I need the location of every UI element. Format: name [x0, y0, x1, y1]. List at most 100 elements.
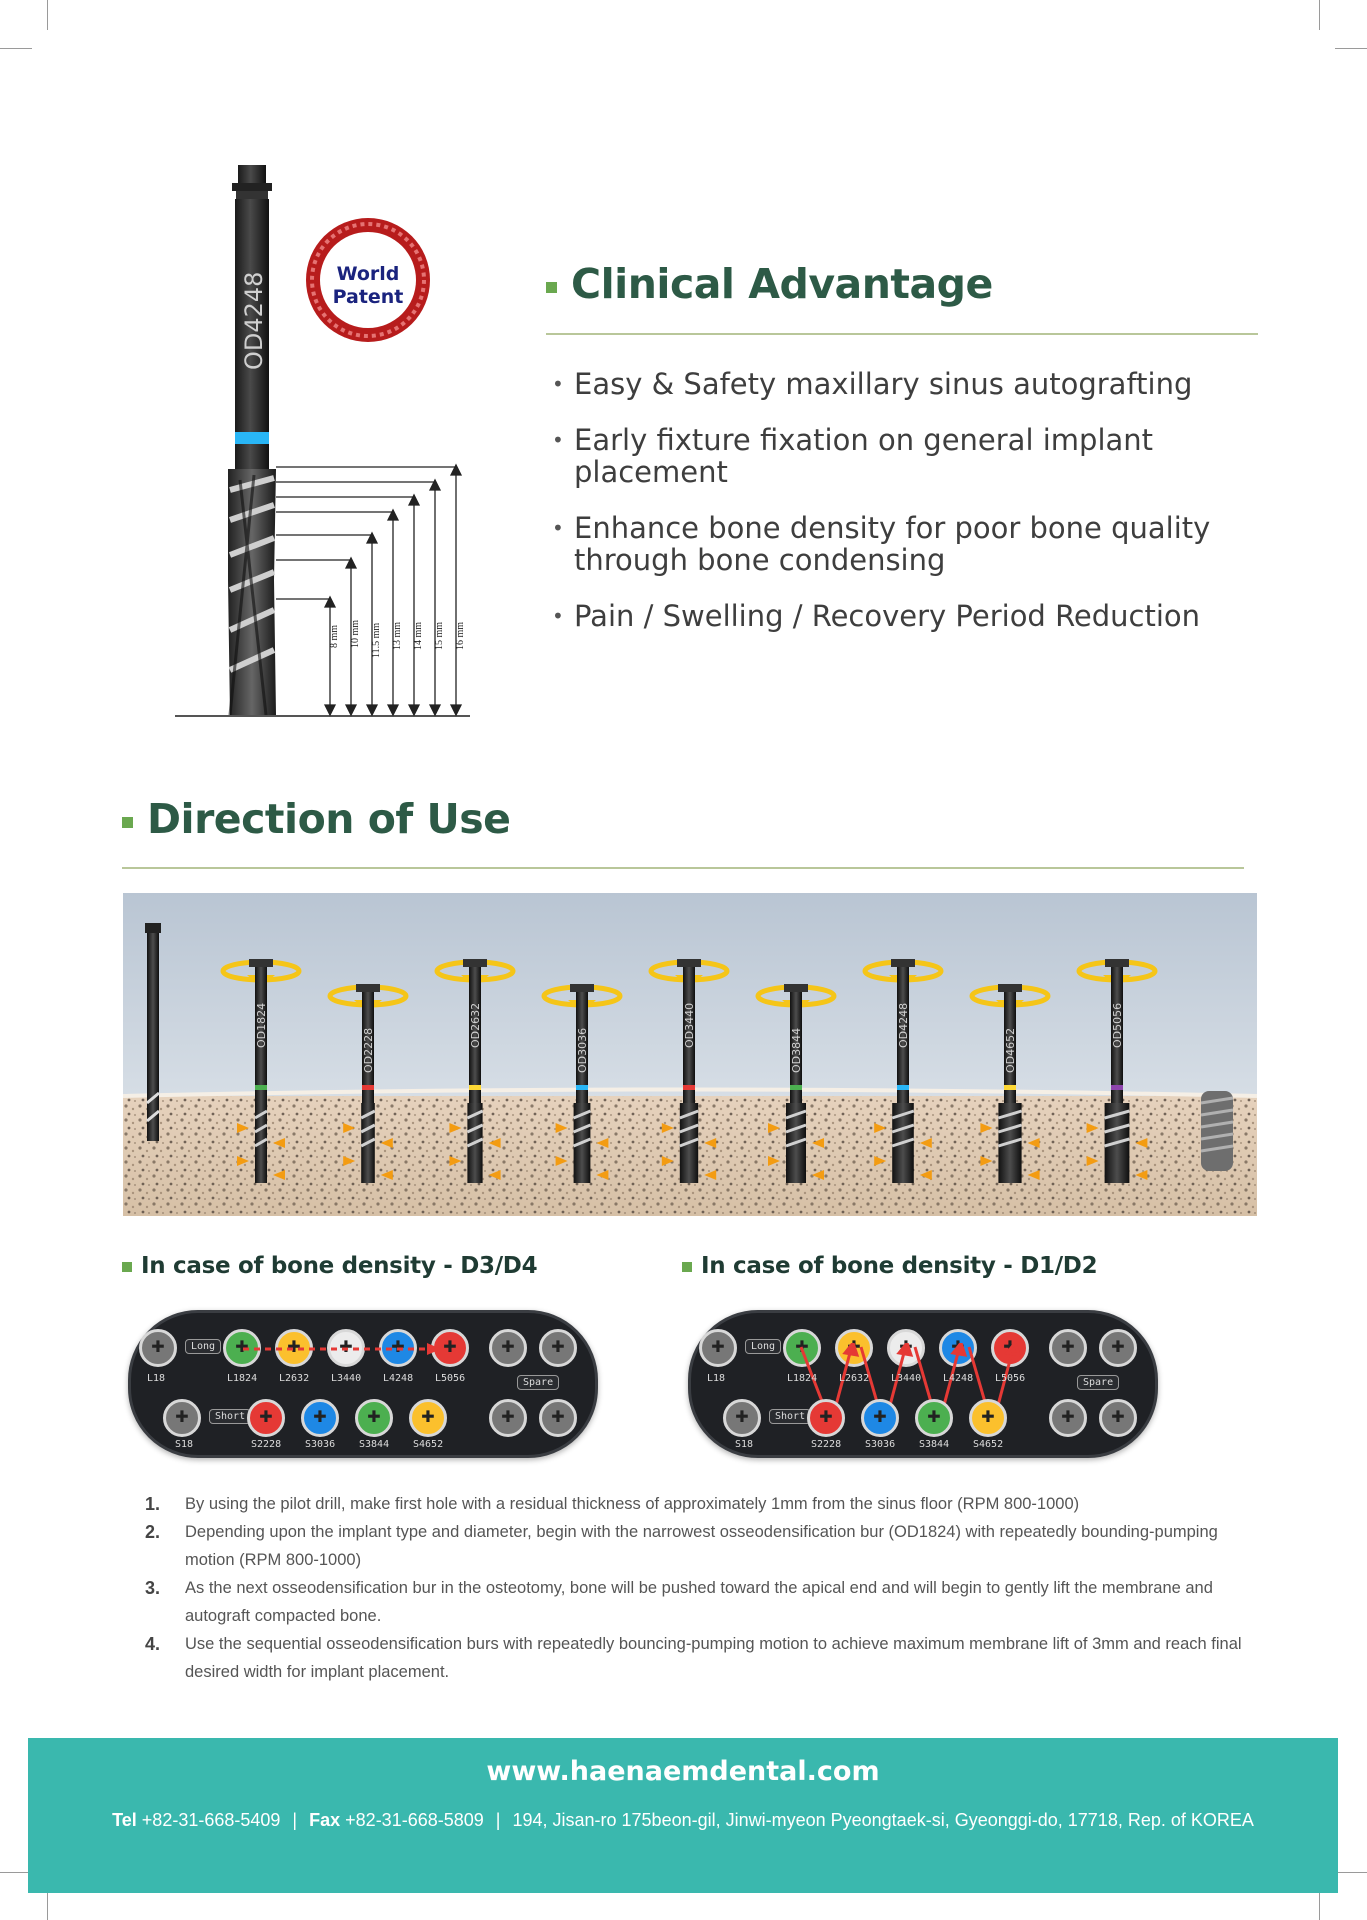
bur-slot: [223, 1329, 261, 1367]
density-d1d2-heading: In case of bone density - D1/D2: [682, 1253, 1098, 1279]
slot-label: L1824: [787, 1373, 818, 1384]
step-text: As the next osseodensification bur in th…: [185, 1579, 1213, 1625]
slot-label: L5056: [995, 1373, 1026, 1384]
contact-info: Tel +82-31-668-5409|Fax +82-31-668-5809|…: [112, 1810, 1254, 1830]
short-tag: Short: [769, 1409, 812, 1424]
crop-mark: [0, 1872, 32, 1873]
spare-tag: Spare: [1077, 1375, 1120, 1390]
clinical-advantage-heading: Clinical Advantage: [546, 260, 993, 308]
long-tag: Long: [185, 1339, 222, 1354]
footer: www.haenaemdental.com Tel +82-31-668-540…: [28, 1738, 1338, 1893]
step-number: 2.: [145, 1522, 161, 1542]
depth-label: 8 mm: [329, 625, 340, 648]
crop-mark: [1319, 0, 1320, 30]
instruction-steps: 1. By using the pilot drill, make first h…: [145, 1490, 1265, 1686]
bur-slot: [163, 1399, 201, 1437]
slot-label: L4248: [383, 1373, 414, 1384]
step-text: Depending upon the implant type and diam…: [185, 1523, 1218, 1569]
osseodensification-bur: OD2632: [434, 959, 516, 1183]
long-tag: Long: [745, 1339, 782, 1354]
slot-label: S4652: [973, 1439, 1004, 1450]
slot-label: L18: [707, 1373, 726, 1384]
spare-slot: [1099, 1329, 1137, 1367]
slot-label: S18: [735, 1439, 754, 1450]
slot-label: L2632: [839, 1373, 870, 1384]
slot-label: S2228: [811, 1439, 842, 1450]
slot-label: S3036: [305, 1439, 336, 1450]
osseodensification-bur: OD3844: [755, 984, 837, 1183]
step-text: By using the pilot drill, make first hol…: [185, 1495, 1080, 1513]
crop-mark: [1335, 1872, 1367, 1873]
bur-slot: [409, 1399, 447, 1437]
slot-label: L18: [147, 1373, 166, 1384]
spare-slot: [1099, 1399, 1137, 1437]
list-item: Early fixture fixation on general implan…: [552, 424, 1252, 488]
crop-mark: [1335, 48, 1367, 49]
color-band: [235, 432, 269, 444]
direction-illustration: OD1824OD2228OD2632OD3036OD3440OD3844OD42…: [123, 893, 1257, 1216]
bur-slot: [915, 1399, 953, 1437]
crop-mark: [47, 1890, 48, 1920]
spare-slot: [489, 1329, 527, 1367]
list-item: Enhance bone density for poor bone quali…: [552, 512, 1252, 576]
slot-label: L1824: [227, 1373, 258, 1384]
badge-line-2: Patent: [333, 286, 404, 308]
depth-label: 16 mm: [455, 622, 466, 650]
spare-tag: Spare: [517, 1375, 560, 1390]
crop-mark: [0, 48, 32, 49]
osseodensification-bur: OD4652: [969, 984, 1051, 1183]
depth-label: 14 mm: [413, 622, 424, 650]
sequence-arrow: [243, 1343, 441, 1355]
density-d3d4-heading: In case of bone density - D3/D4: [122, 1253, 538, 1279]
depth-label: 10 mm: [350, 620, 361, 648]
bur-label: OD3036: [576, 1028, 589, 1073]
osseodensification-bur: OD4248: [862, 959, 944, 1183]
density-d3d4-title: In case of bone density - D3/D4: [141, 1253, 538, 1279]
slot-label: S4652: [413, 1439, 444, 1450]
slot-label: L3440: [331, 1373, 362, 1384]
bur-slot: [723, 1399, 761, 1437]
fax-number: +82-31-668-5809: [345, 1810, 484, 1830]
kit-tray-d1d2: Long L18 L1824 L2632 L3440 L4248 L5056 S…: [688, 1310, 1158, 1458]
direction-of-use-title: Direction of Use: [147, 795, 511, 843]
tel-number: +82-31-668-5409: [141, 1810, 281, 1830]
list-item: Pain / Swelling / Recovery Period Reduct…: [552, 600, 1252, 632]
spare-slot: [1049, 1399, 1087, 1437]
divider: [122, 867, 1244, 869]
slot-label: S2228: [251, 1439, 282, 1450]
slot-label: S3844: [359, 1439, 390, 1450]
osseodensification-bur: OD5056: [1076, 959, 1158, 1183]
step-number: 4.: [145, 1634, 161, 1654]
list-item: 1. By using the pilot drill, make first h…: [145, 1490, 1265, 1518]
bur-label: OD5056: [1111, 1003, 1124, 1048]
crop-mark: [1319, 1890, 1320, 1920]
bur-label: OD3440: [683, 1003, 696, 1048]
spare-slot: [539, 1399, 577, 1437]
divider: [546, 333, 1258, 335]
bur-slot: [699, 1329, 737, 1367]
step-number: 3.: [145, 1578, 161, 1598]
list-item: 4. Use the sequential osseodensification …: [145, 1630, 1265, 1686]
drill-model-label: OD4248: [240, 272, 268, 370]
slot-label: S3844: [919, 1439, 950, 1450]
direction-of-use-heading: Direction of Use: [122, 795, 511, 843]
osseodensification-bur: OD3440: [648, 959, 730, 1183]
bur-slot: [807, 1399, 845, 1437]
slot-label: L5056: [435, 1373, 466, 1384]
website-link[interactable]: www.haenaemdental.com: [486, 1756, 880, 1787]
step-text: Use the sequential osseodensification bu…: [185, 1635, 1242, 1681]
kit-tray-d3d4: Long L18 L1824 L2632 L3440 L4248 L5056 S…: [128, 1310, 598, 1458]
badge-line-1: World: [337, 263, 400, 285]
slot-label: L3440: [891, 1373, 922, 1384]
bur-slot: [355, 1399, 393, 1437]
crop-mark: [47, 0, 48, 30]
osseodensification-bur: OD3036: [541, 984, 623, 1183]
spare-slot: [489, 1399, 527, 1437]
heading-square-icon: [122, 1261, 132, 1272]
step-number: 1.: [145, 1494, 161, 1514]
drill-illustration: 8 mm 10 mm 11.5 mm 13 mm 14 mm 15 mm 16 …: [175, 165, 470, 717]
slot-label: S18: [175, 1439, 194, 1450]
bur-slot: [969, 1399, 1007, 1437]
heading-square-icon: [682, 1261, 692, 1272]
depth-label: 11.5 mm: [371, 623, 382, 658]
